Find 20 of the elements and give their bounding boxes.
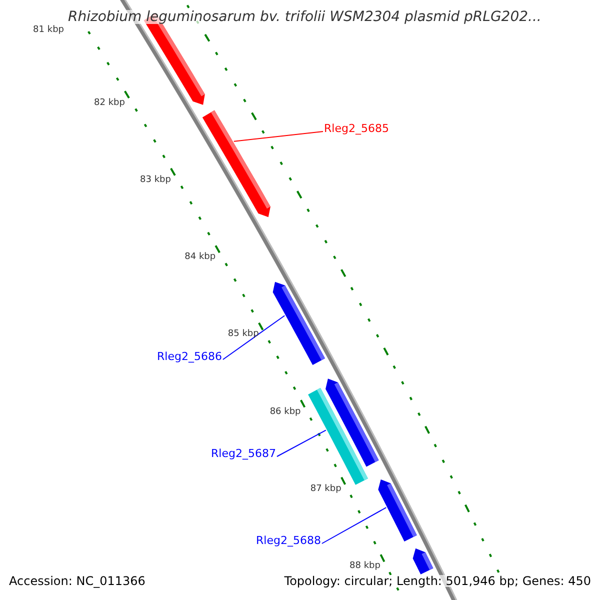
leader-line bbox=[222, 315, 286, 360]
scale-label: 81 kbp bbox=[33, 26, 64, 35]
map-title: Rhizobium leguminosarum bv. trifolii WSM2304 plasmid pRLG202... bbox=[68, 10, 542, 24]
leader-line bbox=[321, 507, 387, 544]
gene-feature bbox=[202, 110, 270, 218]
gene-feature bbox=[378, 479, 417, 542]
gene-label: Rleg2_5685 bbox=[324, 123, 389, 134]
gene-feature bbox=[326, 378, 379, 467]
gene-label: Rleg2_5687 bbox=[211, 448, 276, 459]
gene-feature bbox=[412, 548, 434, 574]
gene-label: Rleg2_5688 bbox=[256, 535, 321, 546]
leader-line bbox=[276, 430, 326, 457]
scale-label: 84 kbp bbox=[184, 253, 216, 262]
scale-label: 85 kbp bbox=[228, 330, 259, 340]
gene-label: Rleg2_5686 bbox=[157, 351, 222, 362]
scale-label: 88 kbp bbox=[350, 562, 380, 572]
scale-label: 87 kbp bbox=[310, 484, 342, 494]
leader-line bbox=[233, 131, 324, 142]
accession-text: Accession: NC_011366 bbox=[9, 575, 146, 587]
gene-feature bbox=[272, 282, 325, 366]
